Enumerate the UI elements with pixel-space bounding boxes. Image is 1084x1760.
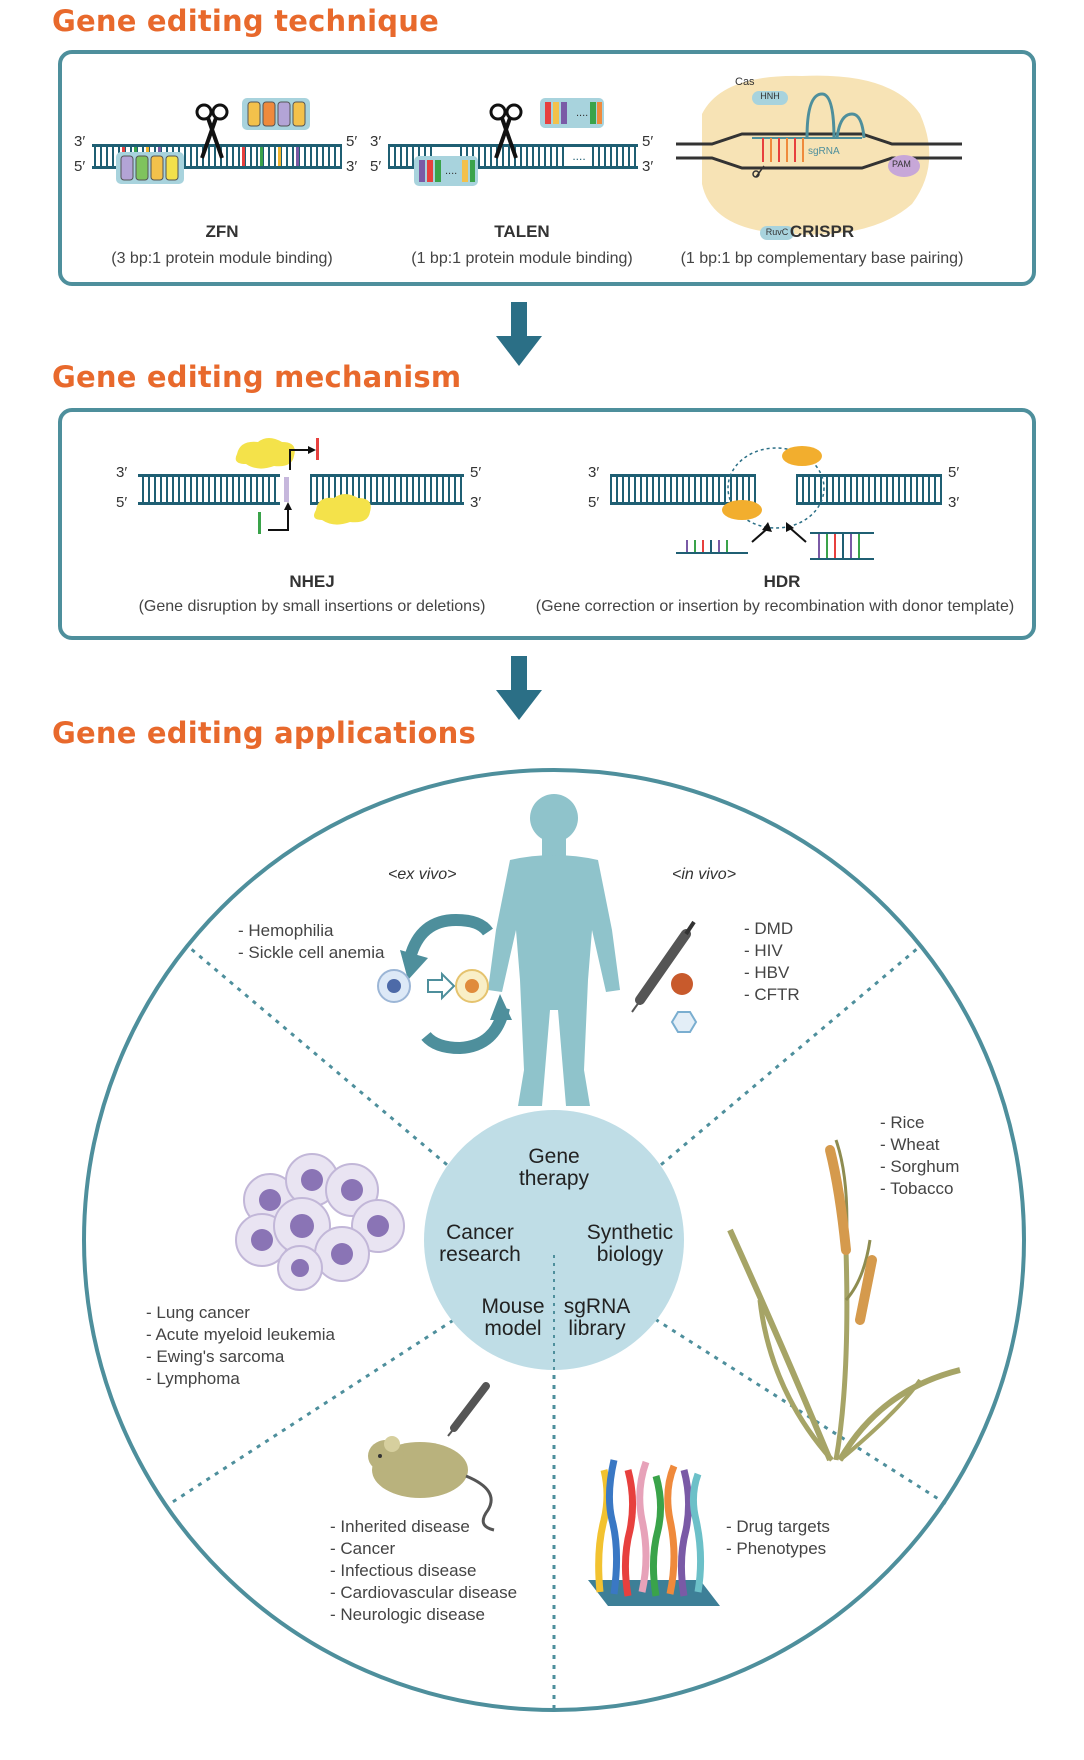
nhej-right-top-end: 5′ <box>470 464 482 481</box>
list-item: HIV <box>744 940 800 962</box>
mechanism-detail-nhej: (Gene disruption by small insertions or … <box>138 598 486 615</box>
technique-detail-crispr: (1 bp:1 bp complementary base pairing) <box>680 250 964 267</box>
hub-mouse-model: Mouse model <box>481 1295 545 1340</box>
crispr-pam-label: PAM <box>892 159 911 169</box>
crispr-scissors-icon <box>752 165 765 178</box>
list-item: Cardiovascular disease <box>330 1582 517 1604</box>
hdr-left-bottom-end: 5′ <box>588 494 600 511</box>
list-item: Ewing's sarcoma <box>146 1346 335 1368</box>
virus-particle-icon <box>671 973 693 995</box>
syringe-icon <box>631 920 696 1013</box>
zfn-left-bottom-end: 5′ <box>74 158 86 175</box>
ex-vivo-label: <ex vivo> <box>388 866 457 883</box>
cancer-list: Lung cancer Acute myeloid leukemia Ewing… <box>146 1302 335 1390</box>
list-item: Sickle cell anemia <box>238 942 384 964</box>
zfn-left-top-end: 3′ <box>74 133 86 150</box>
sgrna-library-list: Drug targets Phenotypes <box>726 1516 830 1560</box>
list-item: HBV <box>744 962 800 984</box>
crispr-ruvc-label: RuvC <box>765 227 789 237</box>
mouse-model-list: Inherited disease Cancer Infectious dise… <box>330 1516 517 1626</box>
technique-illustration: .... .... .... .... <box>92 75 962 240</box>
list-item: Lung cancer <box>146 1302 335 1324</box>
list-item: Tobacco <box>880 1178 959 1200</box>
hdr-right-bottom-end: 3′ <box>948 494 960 511</box>
list-item: Neurologic disease <box>330 1604 517 1626</box>
nhej-right-bottom-end: 3′ <box>470 494 482 511</box>
mechanism-illustration <box>138 438 942 560</box>
hub-cancer-research: Cancer research <box>439 1221 521 1266</box>
talen-left-top-end: 3′ <box>370 133 382 150</box>
talen-right-top-end: 5′ <box>642 133 654 150</box>
list-item: Phenotypes <box>726 1538 830 1560</box>
ex-vivo-list: Hemophilia Sickle cell anemia <box>238 920 384 964</box>
hub-synthetic-biology: Synthetic biology <box>586 1221 674 1266</box>
talen-top-modules: .... <box>540 98 604 128</box>
nhej-left-bottom-end: 5′ <box>116 494 128 511</box>
technique-name-crispr: CRISPR <box>789 222 855 241</box>
technique-detail-talen: (1 bp:1 protein module binding) <box>411 250 633 267</box>
section-title-technique: Gene editing technique <box>52 4 439 38</box>
list-item: Drug targets <box>726 1516 830 1538</box>
hdr-dna <box>610 446 942 560</box>
down-arrow-icon <box>496 656 542 720</box>
in-vivo-list: DMD HIV HBV CFTR <box>744 918 800 1006</box>
down-arrow-icon <box>496 302 542 366</box>
list-item: Lymphoma <box>146 1368 335 1390</box>
list-item: Sorghum <box>880 1156 959 1178</box>
zfn-scissors-icon <box>195 103 229 159</box>
list-item: Infectious disease <box>330 1560 517 1582</box>
cancer-cells-icon <box>235 1153 405 1291</box>
in-vivo-label: <in vivo> <box>672 866 737 883</box>
applications-outer-circle <box>82 768 1026 1712</box>
technique-detail-zfn: (3 bp:1 protein module binding) <box>111 250 333 267</box>
hub-sgrna-library: sgRNA library <box>563 1295 631 1340</box>
list-item: DMD <box>744 918 800 940</box>
mechanism-panel: 3′ 5′ 5′ 3′ 3′ 5′ 5′ 3′ NHEJ (Gene disru… <box>58 408 1036 640</box>
talen-right-bottom-end: 3′ <box>642 158 654 175</box>
ex-vivo-cycle-icon <box>377 913 512 1055</box>
nhej-dna <box>138 438 464 534</box>
hdr-right-top-end: 5′ <box>948 464 960 481</box>
sgrna-library-icon <box>588 1459 720 1606</box>
zfn-top-modules <box>242 98 310 130</box>
human-body-icon <box>488 794 620 1106</box>
svg-text:....: .... <box>572 149 585 163</box>
mechanism-name-nhej: NHEJ <box>289 572 335 591</box>
list-item: Acute myeloid leukemia <box>146 1324 335 1346</box>
crispr-complex <box>676 75 962 240</box>
list-item: Hemophilia <box>238 920 384 942</box>
nhej-left-top-end: 3′ <box>116 464 128 481</box>
list-item: Wheat <box>880 1134 959 1156</box>
talen-left-bottom-end: 5′ <box>370 158 382 175</box>
technique-name-talen: TALEN <box>494 222 550 241</box>
mechanism-name-hdr: HDR <box>763 572 801 591</box>
zfn-bottom-modules <box>116 152 184 184</box>
mechanism-detail-hdr: (Gene correction or insertion by recombi… <box>535 598 1015 615</box>
section-title-applications: Gene editing applications <box>52 716 476 750</box>
hdr-left-top-end: 3′ <box>588 464 600 481</box>
crispr-hnh-label: HNH <box>760 91 780 101</box>
zfn-right-bottom-end: 3′ <box>346 158 358 175</box>
technique-panel: .... .... .... .... <box>58 50 1036 286</box>
list-item: CFTR <box>744 984 799 1006</box>
talen-bottom-modules: .... <box>414 156 478 186</box>
svg-text:....: .... <box>576 107 588 119</box>
capsid-icon <box>670 1011 698 1033</box>
talen-scissors-icon <box>489 103 523 159</box>
crispr-cas-label: Cas <box>735 76 755 88</box>
zfn-right-top-end: 5′ <box>346 133 358 150</box>
svg-text:....: .... <box>445 165 457 177</box>
list-item: Inherited disease <box>330 1516 517 1538</box>
list-item: Cancer <box>330 1538 517 1560</box>
plants-list: Rice Wheat Sorghum Tobacco <box>880 1112 959 1200</box>
list-item: Rice <box>880 1112 959 1134</box>
technique-name-zfn: ZFN <box>205 222 239 241</box>
hub-gene-therapy: Gene therapy <box>518 1145 590 1190</box>
section-title-mechanism: Gene editing mechanism <box>52 360 462 394</box>
mouse-icon <box>368 1382 495 1532</box>
crispr-sgrna-label: sgRNA <box>808 146 840 157</box>
